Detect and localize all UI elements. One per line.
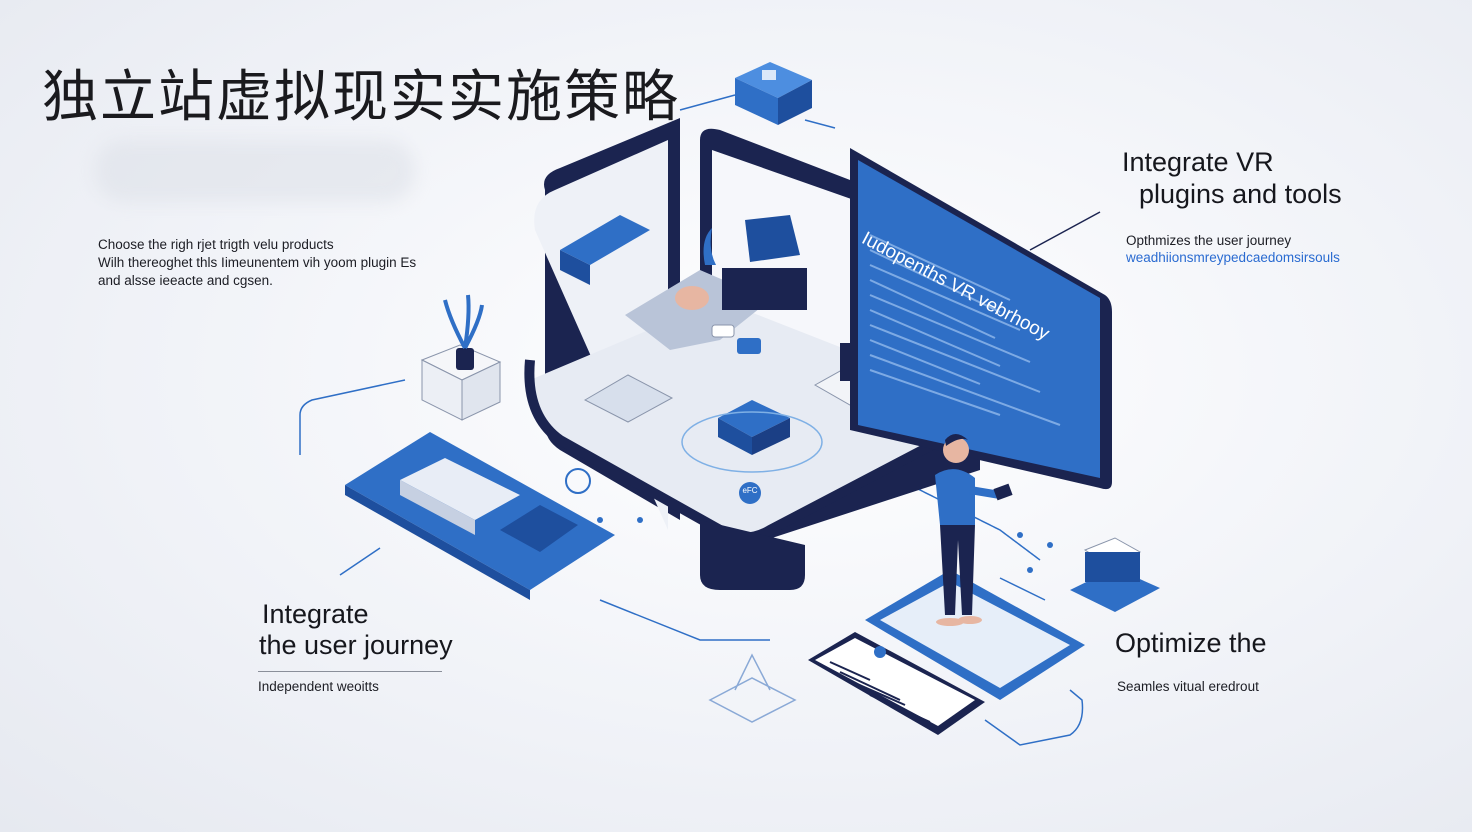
badge-label: eFC [742,486,758,495]
right-top-sub-2: weadhiionsmreypedcaedomsirsouls [1126,250,1340,265]
blurred-subtitle [95,140,415,202]
right-top-sub-1: Opthmizes the user journey [1126,233,1292,248]
small-device [1070,537,1160,612]
phone-platform [808,570,1085,735]
wireframe-icon [708,653,797,723]
floating-cube [735,62,812,125]
connector-dots [597,517,1053,573]
right-bottom-heading: Optimize the [1115,628,1267,658]
connector-lines [299,94,1101,746]
page-title: 独立站虚拟现实实施策略 [42,65,680,130]
right-bottom-caption: Seamles vitual eredrout [1117,679,1259,694]
left-bottom-divider [258,671,442,672]
left-platform [345,432,615,600]
right-top-heading-1: Integrate VR [1122,147,1274,177]
right-top-heading-2: plugins and tools [1139,179,1342,209]
plant-box [420,294,502,421]
left-top-line-2: Wilh thereoghet thls Iimeunentem vih yoo… [98,255,417,270]
left-top-line-1: Choose the righ rjet trigth velu product… [98,237,334,252]
person-figure [935,434,1013,626]
left-top-text: Choose the righ rjet trigth velu product… [98,236,416,290]
left-bottom-heading-1: Integrate [262,599,369,629]
left-bottom-caption: Independent weoitts [258,679,379,694]
left-top-line-3: and alsse ieeacte and cgsen. [98,273,273,288]
left-bottom-heading-2: the user journey [259,630,453,660]
main-monitor [524,118,983,590]
info-screen [850,148,1112,490]
